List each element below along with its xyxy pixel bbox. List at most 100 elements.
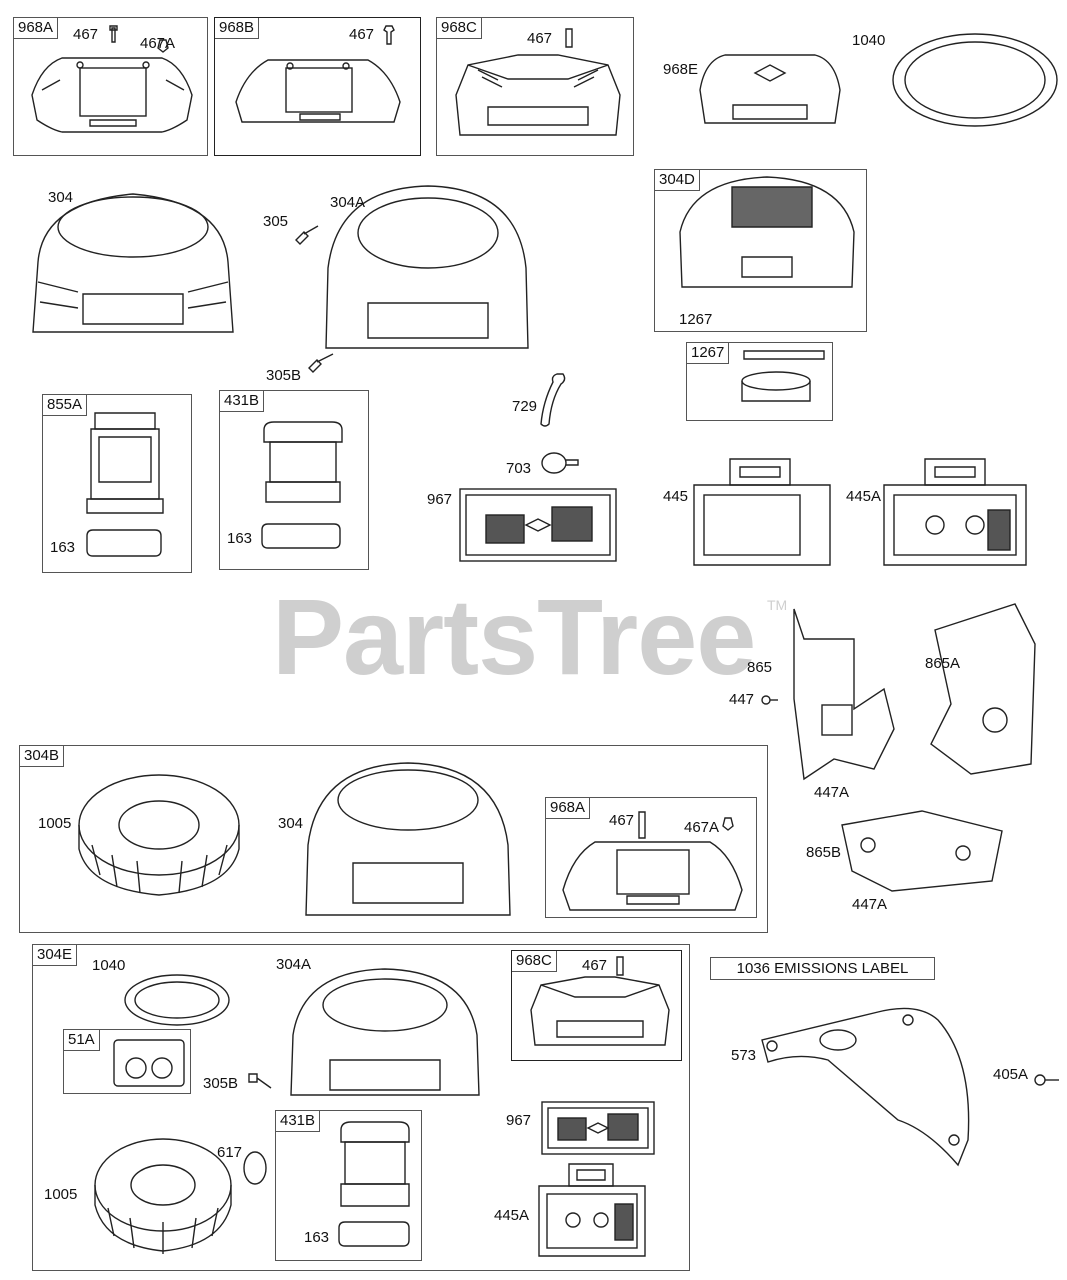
clamp-703-drawing xyxy=(541,452,579,474)
blower-housing-304A-bot-drawing xyxy=(290,968,480,1096)
label-405A: 405A xyxy=(993,1066,1029,1083)
label-304-top: 304 xyxy=(48,189,74,206)
box-968A-top: 968A xyxy=(13,17,208,156)
air-cover-968E-drawing xyxy=(699,54,841,124)
label-467-d: 467 xyxy=(609,812,635,829)
box-968B: 968B xyxy=(214,17,421,156)
box-304E: 304E xyxy=(32,944,690,1271)
label-163-c: 163 xyxy=(304,1229,330,1246)
label-467-c: 467 xyxy=(527,30,553,47)
label-305B-top: 305B xyxy=(266,367,302,384)
clip-729-drawing xyxy=(540,373,566,427)
shield-865A-drawing xyxy=(930,603,1036,775)
blower-housing-304-mid-drawing xyxy=(305,762,511,916)
label-447: 447 xyxy=(729,691,755,708)
screw-305-drawing xyxy=(295,225,319,245)
air-filter-967-bot-drawing xyxy=(541,1101,655,1155)
box-tag-304B: 304B xyxy=(20,746,65,767)
oring-617-drawing xyxy=(243,1151,267,1185)
label-1267-inbox: 1267 xyxy=(679,311,713,328)
box-tag-1267: 1267 xyxy=(687,343,730,364)
label-1005-top: 1005 xyxy=(38,815,72,832)
box-tag-431B-top: 431B xyxy=(220,391,265,412)
box-431B-top: 431B xyxy=(219,390,369,570)
box-304B: 304B xyxy=(19,745,768,933)
label-967-bot: 967 xyxy=(506,1112,532,1129)
label-1005-bot: 1005 xyxy=(44,1186,78,1203)
ring-1040-bot-drawing xyxy=(124,974,230,1026)
label-617: 617 xyxy=(217,1144,243,1161)
label-467-a: 467 xyxy=(73,26,99,43)
label-163-b: 163 xyxy=(227,530,253,547)
air-filter-445-drawing xyxy=(693,458,831,566)
box-tag-855A: 855A xyxy=(43,395,88,416)
bracket-573-drawing xyxy=(761,1007,970,1167)
label-445A-bot: 445A xyxy=(494,1207,530,1224)
box-968C-top: 968C xyxy=(436,17,634,156)
air-filter-967-top-drawing xyxy=(459,488,617,562)
label-703: 703 xyxy=(506,460,532,477)
flywheel-1005-bot-drawing xyxy=(94,1138,232,1254)
label-467A-d: 467A xyxy=(684,819,720,836)
air-cover-968B-drawing xyxy=(235,25,401,123)
flywheel-1005-top-drawing xyxy=(78,774,240,896)
label-865B: 865B xyxy=(806,844,842,861)
label-968E: 968E xyxy=(663,61,699,78)
blower-housing-304A-drawing xyxy=(325,185,529,349)
blower-housing-304-drawing xyxy=(32,193,234,333)
label-305B-bot: 305B xyxy=(203,1075,239,1092)
label-573: 573 xyxy=(731,1047,757,1064)
emissions-label-box: 1036 EMISSIONS LABEL xyxy=(710,957,935,980)
watermark-brand: PartsTree xyxy=(272,576,756,697)
watermark-trademark: TM xyxy=(767,597,788,613)
label-447A-a: 447A xyxy=(814,784,850,801)
box-968A-inner: 968A xyxy=(545,797,757,918)
air-cover-968C-inner-drawing xyxy=(530,956,670,1046)
label-967-top: 967 xyxy=(427,491,453,508)
screw-447-drawing xyxy=(761,695,778,705)
label-445: 445 xyxy=(663,488,689,505)
shield-865-drawing xyxy=(793,608,895,781)
label-304A-top: 304A xyxy=(330,194,366,211)
box-tag-968C-inner: 968C xyxy=(512,951,557,972)
air-intake-431B-top-drawing xyxy=(261,421,343,549)
box-tag-968A-inner: 968A xyxy=(546,798,591,819)
label-305: 305 xyxy=(263,213,289,230)
air-filter-445A-top-drawing xyxy=(883,458,1027,566)
ring-1040-top-drawing xyxy=(892,33,1058,127)
box-431B-inner: 431B xyxy=(275,1110,422,1261)
label-304A-bot: 304A xyxy=(276,956,312,973)
box-tag-968C-top: 968C xyxy=(437,18,482,39)
air-cover-968A-inner-drawing xyxy=(562,811,743,911)
box-1267: 1267 xyxy=(686,342,833,421)
screw-305B-bot-drawing xyxy=(248,1073,272,1089)
box-tag-51A: 51A xyxy=(64,1030,100,1051)
grille-1267-drawing xyxy=(741,350,825,402)
box-855A: 855A xyxy=(42,394,192,573)
label-304-mid: 304 xyxy=(278,815,304,832)
blower-housing-304D-drawing xyxy=(679,176,855,288)
label-467-e: 467 xyxy=(582,957,608,974)
screw-305B-top-drawing xyxy=(308,353,334,373)
label-163-a: 163 xyxy=(50,539,76,556)
box-tag-968B: 968B xyxy=(215,18,260,39)
air-intake-855A-drawing xyxy=(86,412,164,557)
label-445A-top: 445A xyxy=(846,488,882,505)
label-1040-bot: 1040 xyxy=(92,957,126,974)
air-cover-968C-drawing xyxy=(455,28,621,136)
box-tag-304D: 304D xyxy=(655,170,700,191)
box-tag-431B-inner: 431B xyxy=(276,1111,321,1132)
box-968C-inner: 968C xyxy=(511,950,682,1061)
label-467-b: 467 xyxy=(349,26,375,43)
label-447A-b: 447A xyxy=(852,896,888,913)
box-tag-968A-top: 968A xyxy=(14,18,59,39)
gasket-51A-drawing xyxy=(113,1039,185,1087)
screw-405A-drawing xyxy=(1034,1074,1059,1086)
box-51A: 51A xyxy=(63,1029,191,1094)
air-intake-431B-inner-drawing xyxy=(338,1121,410,1247)
box-tag-304E: 304E xyxy=(33,945,78,966)
shield-865B-drawing xyxy=(841,810,1003,892)
air-cover-968A-drawing xyxy=(31,25,193,133)
air-filter-445A-bot-drawing xyxy=(538,1163,646,1257)
label-1040-top: 1040 xyxy=(852,32,886,49)
